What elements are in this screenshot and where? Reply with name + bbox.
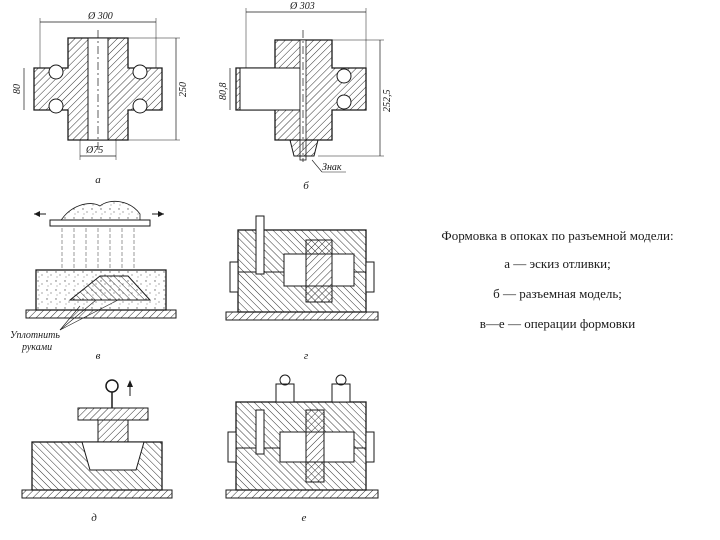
dim-h80: 80 [12,84,23,94]
drawing-a-casting-sketch: Ø 300 80 250 Ø75 [12,11,189,160]
drawing-g-assembled-mould [225,215,379,321]
legend-item-b: б — разъемная модель; [493,286,622,301]
drawing-b-split-pattern: Ø 303 80,8 252,5 Знак [218,1,393,173]
callout-line1: Уплотнить [10,330,60,341]
legend-item-a: а — эскиз отливки; [504,256,611,271]
dim-h252-5: 252,5 [382,90,393,113]
caption-g: г [303,350,309,362]
caption-b: б [303,180,309,192]
label-znak: Знак [322,162,342,173]
legend-item-v-e: в—е — операции формовки [479,316,636,331]
caption-a: а [95,174,101,186]
dim-d303: Ø 303 [289,1,315,12]
dim-d300: Ø 300 [87,11,113,22]
dim-h80-8: 80,8 [218,83,229,101]
dim-d75: Ø75 [85,145,103,156]
legend-title: Формовка в опоках по разъемной модели: [441,228,674,243]
dim-h250: 250 [178,82,189,97]
caption-d: д [91,512,97,524]
drawing-v-ramming-drag: Уплотнить руками [10,200,177,353]
drawing-d-pattern-withdrawal [21,379,173,499]
caption-v: в [95,350,101,362]
drawing-e-mould-with-core [225,374,379,499]
caption-e: е [301,512,307,524]
callout-line2: руками [21,342,52,353]
